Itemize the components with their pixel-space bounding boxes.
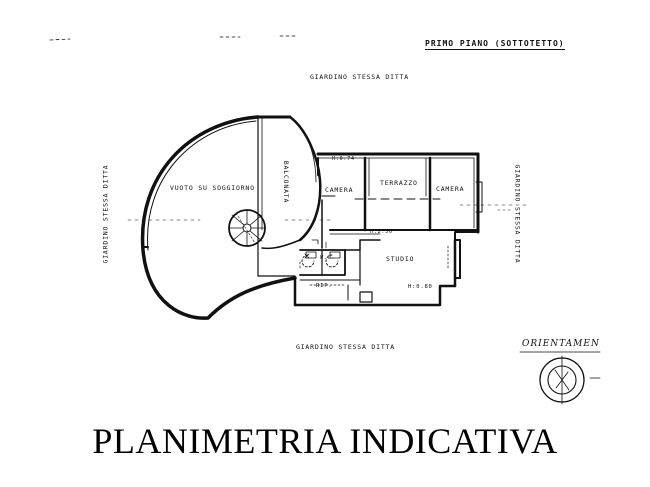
room-label-void: VUOTO SU SOGGIORNO [170, 184, 255, 192]
height-note-1: H:0.74 [332, 156, 355, 162]
orientation-label: ORIENTAMEN [522, 339, 600, 349]
label-garden-bottom: GIARDINO STESSA DITTA [296, 343, 395, 351]
room-label-study: STUDIO [386, 255, 415, 263]
spiral-staircase [228, 209, 266, 247]
height-note-3: H:0.80 [408, 284, 433, 290]
room-label-bedroom-right: CAMERA [436, 185, 465, 193]
curved-outer-wall [140, 115, 297, 320]
wc-block [299, 249, 346, 276]
curved-inner-wall [147, 120, 257, 251]
room-label-storage: RIP. [316, 283, 333, 289]
room-label-balcony: BALCONATA [282, 160, 291, 204]
room-label-bedroom-left: CAMERA [325, 186, 354, 194]
label-garden-right: GIARDINO STESSA DITTA [513, 164, 522, 264]
label-garden-left: GIARDINO STESSA DITTA [101, 164, 110, 264]
bottom-wall [293, 284, 457, 307]
room-label-wc: W.C. [320, 255, 336, 261]
caption: PLANIMETRIA INDICATIVA [92, 421, 558, 461]
plan-title: PRIMO PIANO (SOTTOTETTO) [425, 39, 565, 50]
sheet-top-dashes [49, 35, 296, 41]
north-arrow-icon [519, 351, 601, 405]
room-label-terrace: TERRAZZO [380, 179, 418, 187]
height-note-2: H:2.50 [370, 229, 393, 235]
label-garden-top: GIARDINO STESSA DITTA [310, 73, 409, 81]
